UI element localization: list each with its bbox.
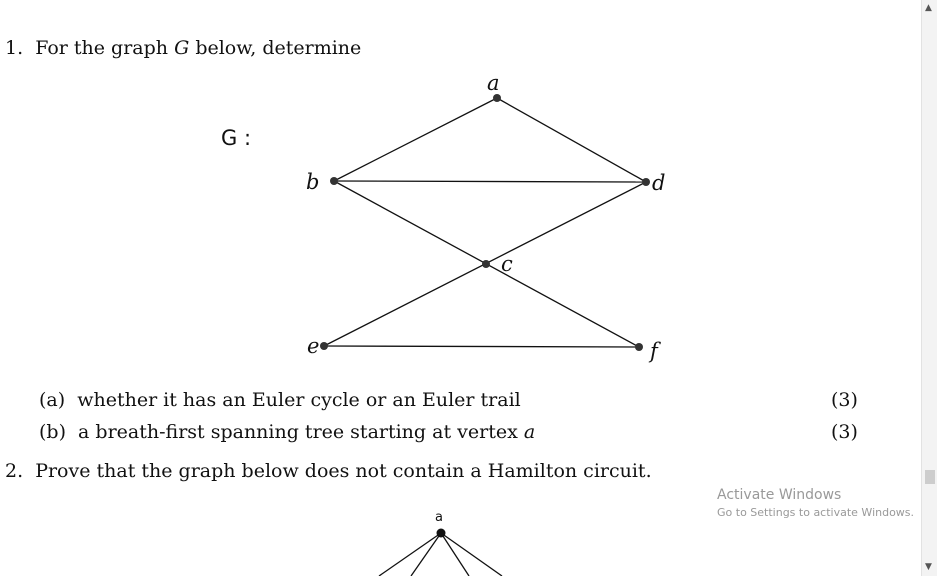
- watermark-title: Activate Windows: [717, 487, 842, 503]
- problem-1-text-after: below, determine: [195, 37, 362, 59]
- problem-1-graph-symbol: G: [174, 37, 190, 59]
- edge-a-b: [333, 97, 498, 182]
- vertex-c: [482, 260, 490, 268]
- part-b: (b) a breath-first spanning tree startin…: [39, 421, 535, 443]
- part-b-var: a: [523, 421, 536, 443]
- vertex-d: [642, 178, 650, 186]
- edge-b-d: [333, 180, 647, 183]
- part-a: (a) whether it has an Euler cycle or an …: [39, 389, 521, 411]
- vertex-e: [320, 342, 328, 350]
- vertex-label-f: f: [648, 339, 661, 363]
- problem-1-heading: 1. For the graph G below, determine: [5, 37, 361, 59]
- vertex-label-e: e: [307, 334, 319, 358]
- problem-2-heading: 2. Prove that the graph below does not c…: [5, 460, 652, 482]
- edge-p2-1: [378, 532, 442, 576]
- scroll-thumb[interactable]: [925, 470, 935, 484]
- edge-e-f: [323, 345, 640, 348]
- edge-p2-3: [440, 532, 470, 576]
- part-a-label: (a): [39, 389, 66, 411]
- p2-vertex-a: [436, 528, 446, 538]
- problem-2-text: Prove that the graph below does not cont…: [35, 460, 652, 482]
- graph-g-label: G :: [221, 126, 252, 150]
- edge-p2-4: [440, 532, 503, 576]
- scroll-down-icon[interactable]: ▼: [925, 562, 932, 572]
- problem-2-number: 2.: [5, 460, 24, 482]
- part-a-points: (3): [831, 389, 858, 411]
- vertex-b: [330, 177, 338, 185]
- vertex-label-c: c: [501, 252, 513, 276]
- edge-p2-2: [410, 532, 442, 576]
- vertex-label-d: d: [652, 171, 665, 195]
- part-a-text: whether it has an Euler cycle or an Eule…: [77, 389, 521, 411]
- problem-1-text-before: For the graph: [35, 37, 169, 59]
- vertex-label-a: a: [487, 71, 500, 95]
- p2-vertex-label-a: a: [435, 510, 443, 525]
- vertex-a: [493, 94, 501, 102]
- part-b-points: (3): [831, 421, 858, 443]
- scroll-up-icon[interactable]: ▲: [925, 3, 932, 13]
- edge-a-d: [496, 97, 647, 183]
- part-b-label: (b): [39, 421, 66, 443]
- activate-windows-watermark: Activate Windows Go to Settings to activ…: [717, 487, 914, 519]
- watermark-subtitle: Go to Settings to activate Windows.: [717, 506, 915, 519]
- vertex-f: [635, 343, 643, 351]
- vertical-scrollbar[interactable]: ▲ ▼: [921, 0, 937, 576]
- part-b-text: a breath-first spanning tree starting at…: [78, 421, 518, 443]
- problem-1-number: 1.: [5, 37, 24, 59]
- vertex-label-b: b: [306, 170, 319, 194]
